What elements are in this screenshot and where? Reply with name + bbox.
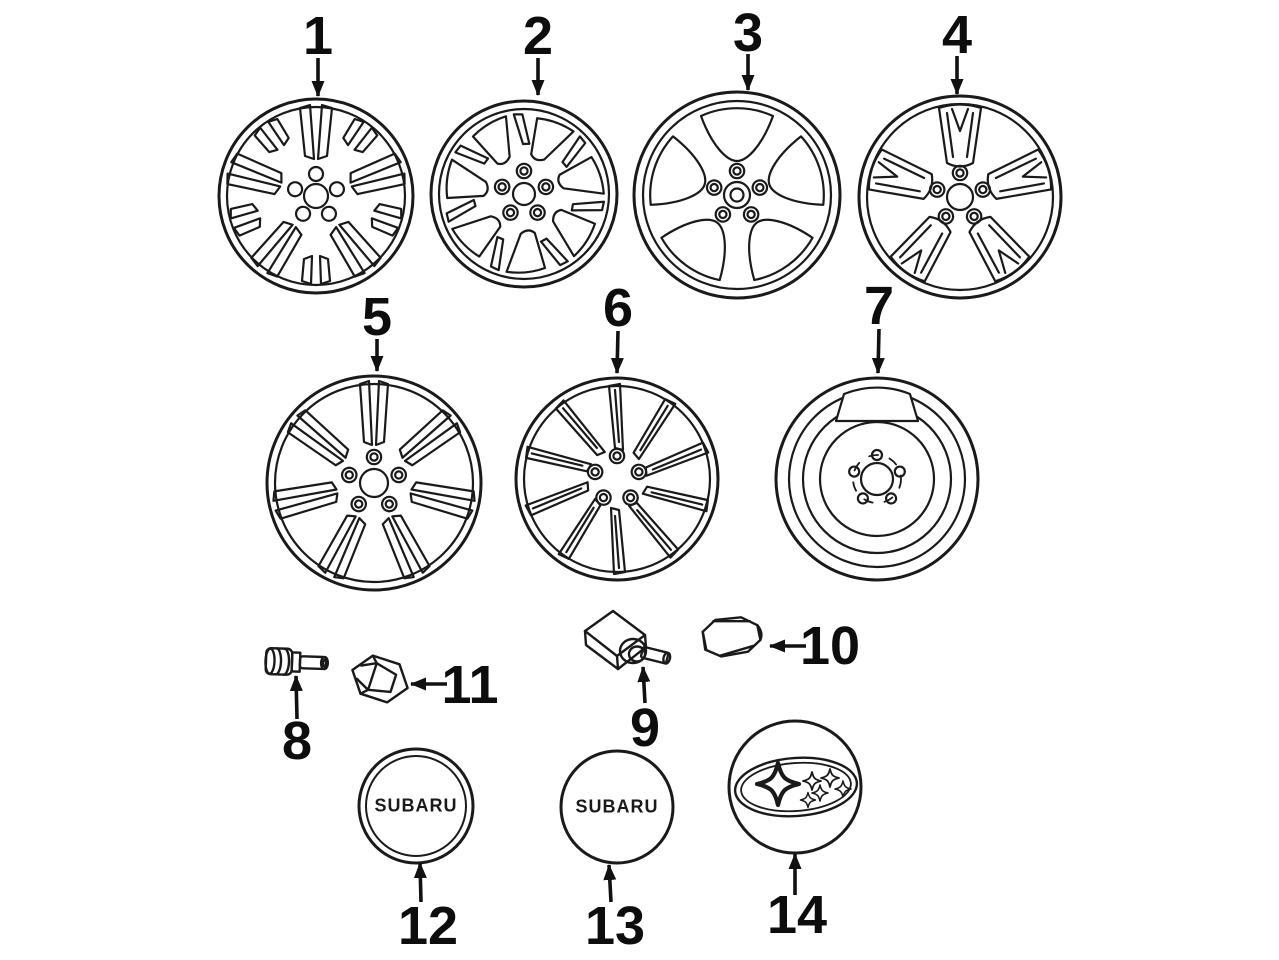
part-center-cap-14 xyxy=(727,719,863,855)
callout-label-6: 6 xyxy=(602,278,634,338)
callout-label-5: 5 xyxy=(361,287,393,347)
callout-label-1: 1 xyxy=(302,6,334,66)
part-wheel-3 xyxy=(632,90,842,300)
callout-label-9: 9 xyxy=(629,698,661,758)
part-wheel-1 xyxy=(217,97,415,295)
part-center-cap-13 xyxy=(559,749,675,865)
callout-arrow-8 xyxy=(289,675,303,720)
part-lug-nut-cap-10 xyxy=(701,616,763,658)
callout-label-13: 13 xyxy=(584,896,646,956)
callout-arrow-6 xyxy=(610,330,624,374)
callout-arrows xyxy=(289,54,964,903)
callout-arrow-13 xyxy=(603,864,617,903)
callout-label-7: 7 xyxy=(863,276,895,336)
part-wheel-4 xyxy=(857,94,1063,300)
callout-arrow-9 xyxy=(637,666,651,704)
part-wheel-7-spare xyxy=(774,376,980,582)
cap-12-subaru-text: SUBARU xyxy=(374,795,458,816)
callout-label-14: 14 xyxy=(766,885,828,945)
callout-label-11: 11 xyxy=(441,655,499,715)
part-wheel-2 xyxy=(429,99,619,289)
callout-arrow-12 xyxy=(413,862,427,903)
part-wheel-5 xyxy=(265,374,483,592)
callout-label-12: 12 xyxy=(397,896,459,956)
callout-arrow-7 xyxy=(871,328,885,374)
callout-label-2: 2 xyxy=(522,6,554,66)
subaru-six-star-logo xyxy=(733,756,859,818)
callout-label-3: 3 xyxy=(732,3,764,63)
callout-label-8: 8 xyxy=(281,711,313,771)
part-tpms-sensor-9 xyxy=(583,609,672,671)
cap-13-subaru-text: SUBARU xyxy=(575,796,659,817)
part-valve-stem-8 xyxy=(264,646,330,676)
callout-label-4: 4 xyxy=(941,5,973,65)
part-lug-nut-11 xyxy=(351,654,409,704)
callout-label-10: 10 xyxy=(799,616,861,676)
part-wheel-6 xyxy=(514,376,720,582)
